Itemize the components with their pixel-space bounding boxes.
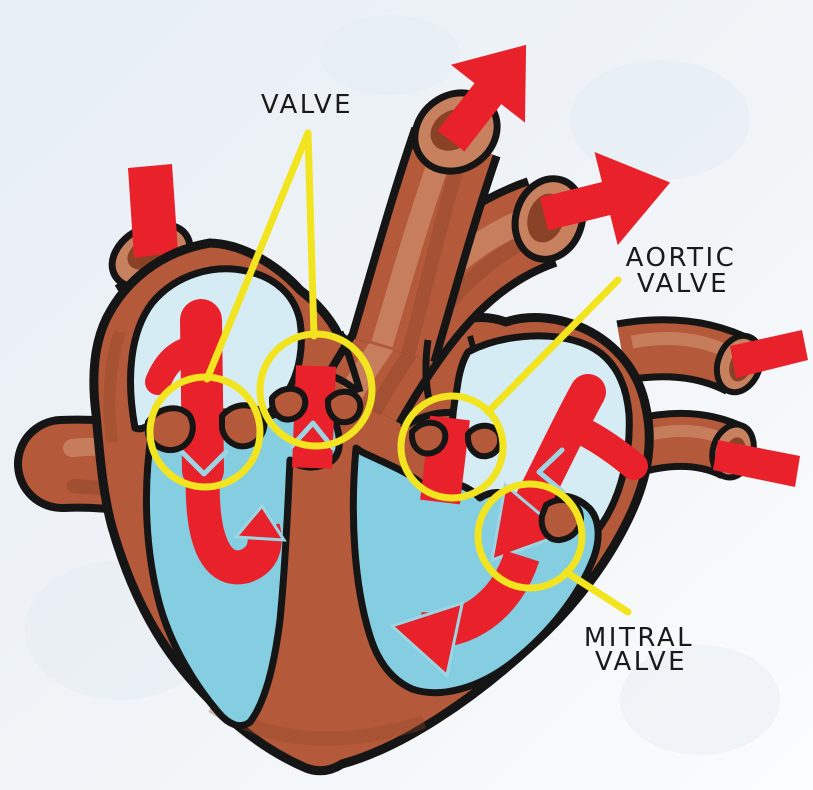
leader-line-valve-to-pulmonary [304,129,318,340]
pulmonary-artery-flow-arrow [437,44,527,152]
valve-highlights [146,129,632,616]
valve-highlight-circle-pulmonary [256,330,376,450]
leader-line-mitral-valve [562,568,632,616]
pulmonary-valve-cusps [269,385,309,423]
pulmonary-vein-upper [616,316,808,396]
labels: VALVE AORTIC VALVE MITRAL VALVE [261,90,737,677]
aortic-valve-cusps [409,419,449,457]
leader-line-valve-to-tricuspid [203,129,312,383]
label-mitral-valve-line1: MITRAL [584,623,694,653]
right-ventricle-u-turn-arrow [185,469,282,585]
tricuspid-valve-cusps [145,405,196,454]
blood-flow-internal [145,299,648,679]
label-mitral-valve-line2: VALVE [595,647,687,677]
pulmonary-artery [347,44,527,364]
valve-highlight-circle-aortic [397,392,507,502]
label-valve: VALVE [261,90,353,120]
aorta-flow-arrow [539,151,671,246]
leader-line-aortic-valve [484,276,622,416]
valve-cusps [145,385,584,544]
left-atrium-inflow-band [510,374,606,528]
valve-highlight-circle-tricuspid [146,373,264,491]
mitral-inflow-arrowhead [490,482,567,563]
left-ventricle-sweep-arrowhead [389,600,465,679]
pulmonary-vein-lower-flow-arrow [713,440,800,487]
pulmonary-outflow-band [292,365,336,469]
pulmonary-vein-upper-flow-arrow [730,330,808,378]
aortic-outflow-band [420,415,470,505]
label-aortic-valve-line1: AORTIC [626,243,737,273]
label-aortic-valve-line2: VALVE [637,269,729,299]
valve-highlight-circle-mitral [474,480,586,592]
svc-flow-arrow [128,164,178,258]
